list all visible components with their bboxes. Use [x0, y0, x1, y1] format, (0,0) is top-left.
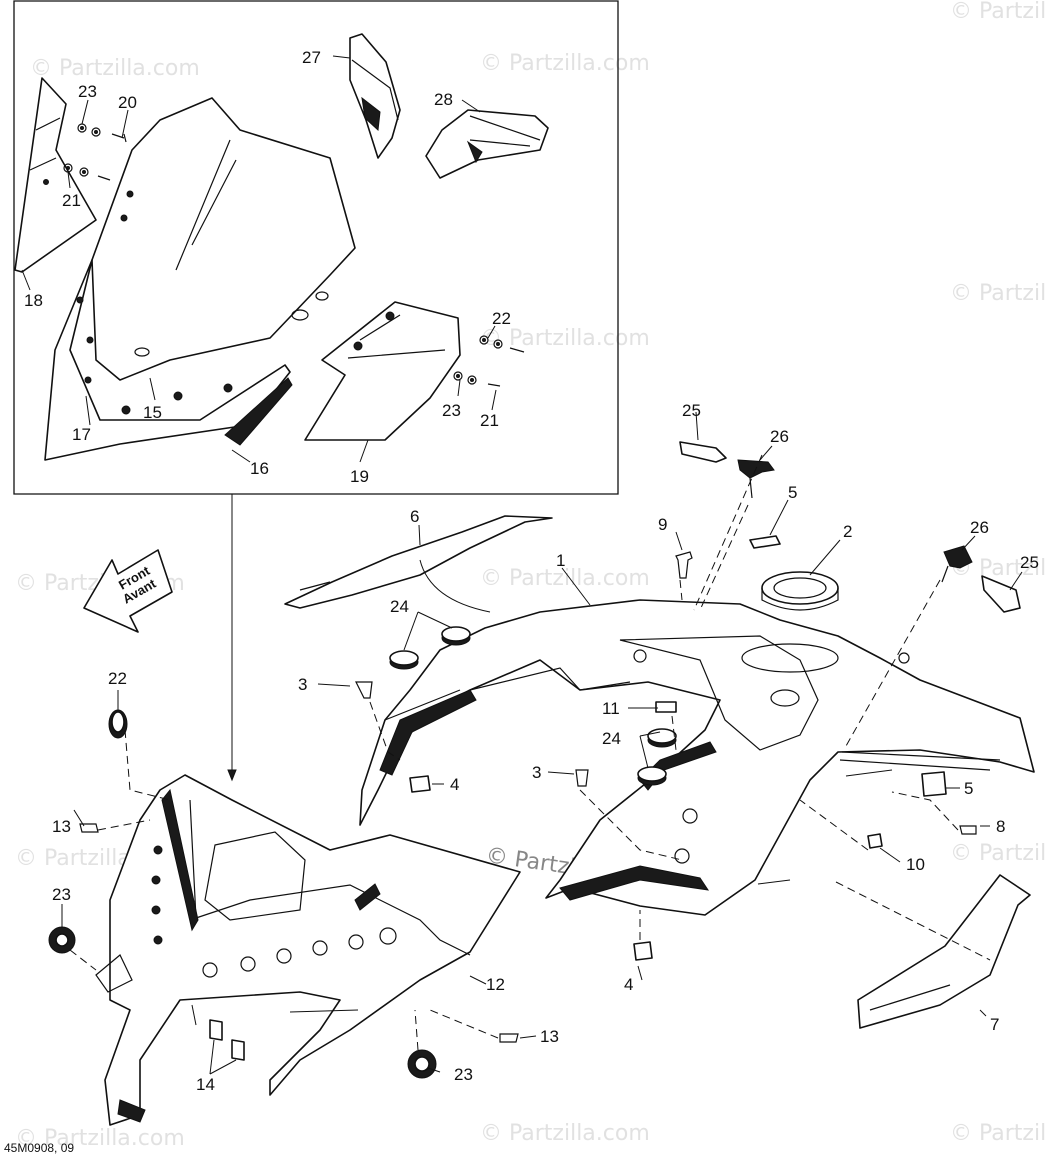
callout-23: 23 — [52, 885, 71, 904]
callout-26: 26 — [970, 518, 989, 537]
watermark: © Partzilla.com — [480, 566, 650, 591]
watermark: © Partzilla.com — [480, 51, 650, 76]
watermark: © Partzilla.com — [30, 56, 200, 81]
hardware-inset — [63, 123, 525, 387]
callout-16: 16 — [250, 459, 269, 478]
callout-3: 3 — [298, 675, 307, 694]
inset-pointer-arrow — [227, 769, 237, 782]
part-7-trim — [857, 874, 1031, 1029]
callout-7: 7 — [990, 1015, 999, 1034]
part-2-ring — [761, 571, 839, 611]
callout-10: 10 — [906, 855, 925, 874]
watermark: © Partzilla.com — [950, 0, 1045, 24]
watermark: © Partzilla.com — [950, 841, 1045, 866]
watermark: © Partzilla.com — [950, 1121, 1045, 1146]
callout-3: 3 — [532, 763, 541, 782]
callout-9: 9 — [658, 515, 667, 534]
callout-27: 27 — [302, 48, 321, 67]
part-19-deflector — [304, 301, 461, 441]
inset-leaders — [21, 55, 497, 463]
callout-20: 21 — [480, 411, 499, 430]
part-18-deflector — [14, 77, 97, 273]
callout-22: 23 — [442, 401, 461, 420]
callout-20: 20 — [118, 93, 137, 112]
part-25-right — [981, 575, 1021, 613]
part-1-hood — [359, 599, 1035, 916]
watermark: © Partzilla.com — [950, 281, 1045, 306]
main-leaders — [61, 411, 1023, 1075]
main-hardware — [48, 441, 1021, 1079]
callout-17: 17 — [72, 425, 91, 444]
callout-5: 5 — [964, 779, 973, 798]
drawing-code: 45M0908, 09 — [4, 1141, 74, 1155]
callout-1: 1 — [556, 551, 565, 570]
callout-21: 21 — [62, 191, 81, 210]
callout-labels: 23 20 21 18 15 17 16 19 27 28 22 23 21 2… — [24, 48, 1039, 1094]
part-28-mirror — [425, 109, 549, 179]
part-16-trim — [44, 259, 293, 461]
part-25-left — [679, 441, 727, 463]
callout-15: 15 — [143, 403, 162, 422]
watermark: © Partzilla.com — [480, 326, 650, 351]
callout-23: 23 — [454, 1065, 473, 1084]
callout-25: 25 — [1020, 553, 1039, 572]
callout-25: 25 — [682, 401, 701, 420]
callout-11: 11 — [602, 699, 620, 718]
callout-8: 8 — [996, 817, 1005, 836]
callout-19: 19 — [350, 467, 369, 486]
callout-6: 6 — [410, 507, 419, 526]
part-6-trim — [284, 515, 553, 609]
callout-24: 24 — [390, 597, 409, 616]
callout-13: 13 — [540, 1027, 559, 1046]
callout-14: 14 — [196, 1075, 215, 1094]
callout-4: 4 — [450, 775, 459, 794]
watermark: © Partzilla.com — [15, 1126, 185, 1151]
callout-22: 23 — [78, 82, 97, 101]
callout-4: 4 — [624, 975, 633, 994]
watermark: © Partzilla.com — [480, 1121, 650, 1146]
callout-21: 22 — [492, 309, 511, 328]
callout-24: 24 — [602, 729, 621, 748]
callout-23: 22 — [108, 669, 127, 688]
front-direction-arrow: Front Avant — [83, 549, 173, 633]
part-27-mirror — [349, 33, 401, 159]
part-12-nose — [95, 774, 521, 1126]
callout-28: 28 — [434, 90, 453, 109]
callout-13: 13 — [52, 817, 71, 836]
part-15-windshield — [91, 97, 356, 381]
callout-18: 18 — [24, 291, 43, 310]
callout-26: 26 — [770, 427, 789, 446]
callout-5: 5 — [788, 483, 797, 502]
callout-12: 12 — [486, 975, 505, 994]
inset-frame — [13, 0, 619, 495]
callout-2: 2 — [843, 522, 852, 541]
